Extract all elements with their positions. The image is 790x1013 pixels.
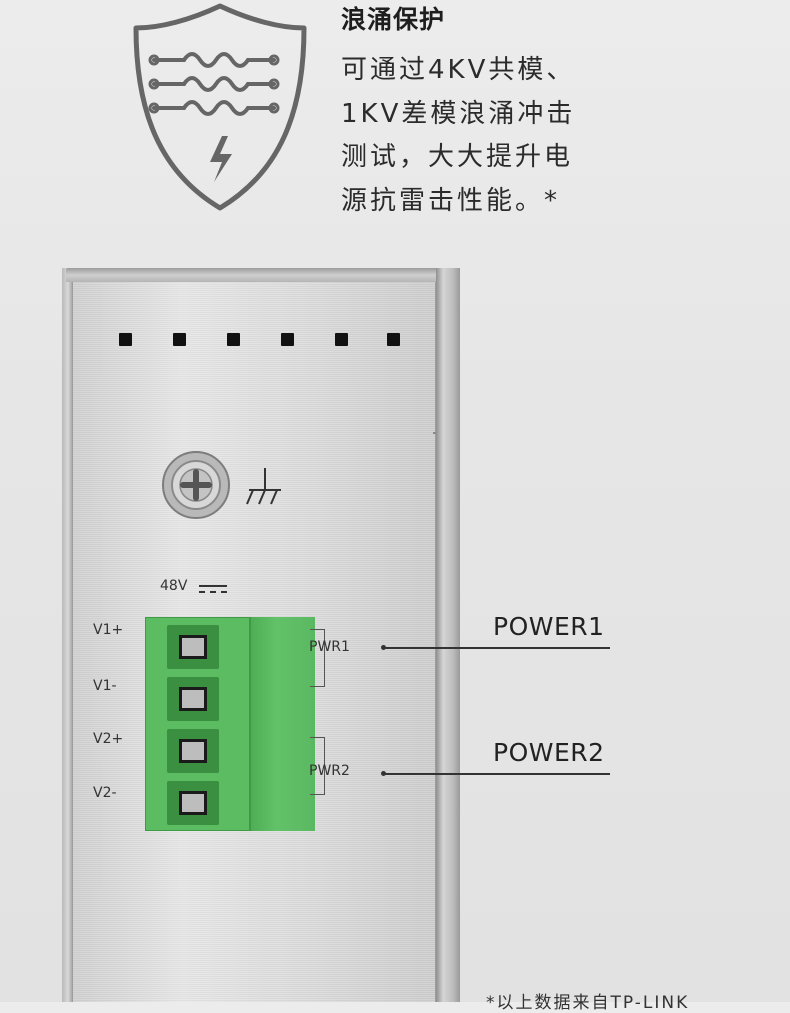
pwr-group-label: PWR1 xyxy=(309,639,350,655)
vent-hole xyxy=(387,333,400,346)
device-side-rail xyxy=(436,268,460,1002)
voltage-label: 48V xyxy=(160,578,188,594)
footnote: *以上数据来自TP-LINK xyxy=(486,993,690,1013)
ground-icon xyxy=(246,468,281,505)
description-line: 可通过4KV共模、 xyxy=(341,55,576,85)
vent-hole xyxy=(173,333,186,346)
switch-device: 48V V1+ V1- V2+ V2- PWR1 PWR2 xyxy=(62,268,464,1002)
ground-screw-icon xyxy=(162,451,230,519)
terminal-screw xyxy=(179,635,207,659)
callout-line xyxy=(384,773,610,775)
power2-callout: POWER2 xyxy=(493,738,605,767)
terminal-slot xyxy=(167,729,219,773)
pwr-bracket xyxy=(310,629,325,687)
description-line: 1KV差模浪涌冲击 xyxy=(341,98,576,129)
terminal-screw xyxy=(179,791,207,815)
terminal-slot xyxy=(167,781,219,825)
vent-hole xyxy=(281,333,294,346)
pwr-group-label: PWR2 xyxy=(309,763,350,779)
feature-title: 浪涌保护 xyxy=(341,5,446,34)
vent-hole xyxy=(335,333,348,346)
pwr-bracket xyxy=(310,737,325,795)
terminal-plug xyxy=(249,617,315,831)
terminal-slot xyxy=(167,677,219,721)
device-side-rail xyxy=(62,268,72,1002)
terminal-screw xyxy=(179,687,207,711)
pin-label: V1- xyxy=(93,678,117,694)
device-top-cap xyxy=(66,268,458,282)
pin-label: V2- xyxy=(93,785,117,801)
terminal-slot xyxy=(167,625,219,669)
pin-label: V1+ xyxy=(93,622,124,638)
surge-shield-icon xyxy=(133,3,307,211)
power1-callout: POWER1 xyxy=(493,612,605,641)
device-panel: 48V V1+ V1- V2+ V2- PWR1 PWR2 xyxy=(72,282,447,1002)
pin-label: V2+ xyxy=(93,731,124,747)
callout-line xyxy=(384,647,610,649)
description-line: 测试，大大提升电 xyxy=(341,142,574,172)
power-terminal-block xyxy=(145,617,315,831)
dc-voltage-icon xyxy=(199,585,227,593)
feature-description: 可通过4KV共模、 1KV差模浪涌冲击 测试，大大提升电 源抗雷击性能。* xyxy=(341,49,575,223)
callout-dot xyxy=(381,771,386,776)
description-line: 源抗雷击性能。* xyxy=(341,185,561,216)
callout-dot xyxy=(381,645,386,650)
vent-hole xyxy=(227,333,240,346)
terminal-screw xyxy=(179,739,207,763)
vent-hole xyxy=(119,333,132,346)
